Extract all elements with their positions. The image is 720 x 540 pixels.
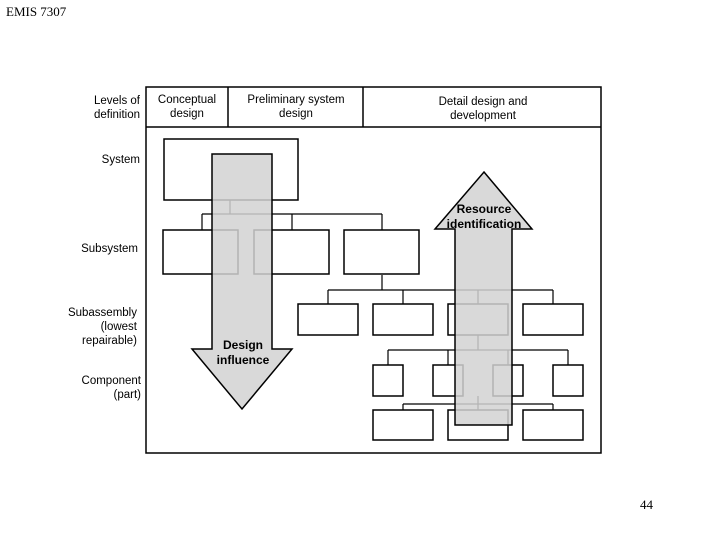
resource-identification-arrow (433, 170, 534, 426)
phase-detail-label: Detail design and development (438, 96, 528, 122)
resource-identification-label: Resource identification (446, 202, 522, 231)
part-box-3 (522, 409, 584, 441)
phase-preliminary-label: Preliminary system design (247, 94, 345, 120)
subsystem-box-3 (343, 229, 420, 275)
component-box-4 (552, 364, 584, 397)
subassembly-box-1 (297, 303, 359, 336)
phase-conceptual-label: Conceptual design (157, 94, 217, 120)
component-box-1 (372, 364, 404, 397)
design-influence-arrow (190, 153, 294, 411)
level-component-label: Component (part) (81, 375, 141, 401)
subassembly-box-4 (522, 303, 584, 336)
level-subsystem-label: Subsystem (81, 243, 138, 255)
design-influence-label: Design influence (216, 338, 270, 367)
level-system-label: System (101, 154, 140, 166)
page-number: 44 (640, 497, 653, 512)
levels-of-definition-label: Levels of definition (93, 95, 140, 121)
level-subassembly-label: Subassembly (lowest repairable) (67, 307, 137, 347)
course-code: EMIS 7307 (6, 4, 67, 19)
part-box-1 (372, 409, 434, 441)
subassembly-box-2 (372, 303, 434, 336)
